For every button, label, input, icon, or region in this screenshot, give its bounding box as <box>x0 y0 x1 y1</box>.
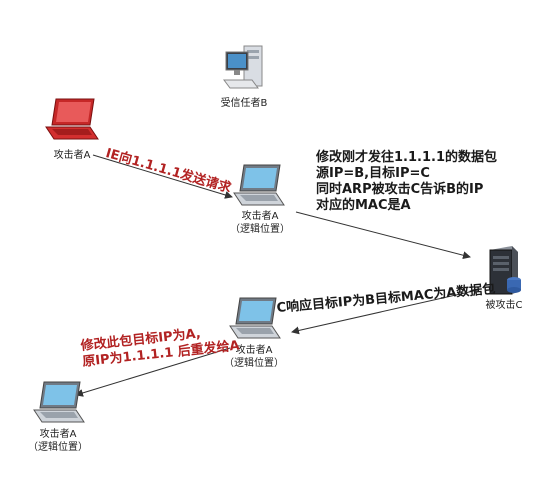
laptop-icon <box>33 381 85 423</box>
arrow-logical-1-to-victim <box>295 211 471 260</box>
arrow-victim-to-logical-2 <box>291 289 479 335</box>
victim-c-label: 被攻击C <box>485 300 523 311</box>
logical-a-3-label: 攻击者A （逻辑位置） <box>22 428 94 454</box>
logical-a-1-sub: （逻辑位置） <box>230 224 290 235</box>
arrow-attacker-to-logical-1 <box>92 154 233 199</box>
logical-a-1-label: 攻击者A （逻辑位置） <box>224 210 296 236</box>
logical-a-2-label: 攻击者A （逻辑位置） <box>218 344 290 370</box>
logical-a-2-sub: （逻辑位置） <box>224 358 284 369</box>
step2-line-4: 对应的MAC是A <box>316 198 411 213</box>
laptop-icon <box>233 164 285 206</box>
laptop-icon <box>229 297 281 339</box>
logical-a-1-name: 攻击者A <box>241 211 279 222</box>
step2-line-2: 源IP=B,目标IP=C <box>316 166 430 181</box>
red-laptop-icon <box>45 98 99 140</box>
logical-a-2-name: 攻击者A <box>235 345 273 356</box>
logical-a-3-name: 攻击者A <box>39 429 77 440</box>
arrow-logical-2-to-logical-3 <box>75 347 231 397</box>
desktop-computer-icon <box>223 45 263 89</box>
step2-note: 修改刚才发往1.1.1.1的数据包 源IP=B,目标IP=C 同时ARP被攻击C… <box>316 150 497 214</box>
logical-a-3-sub: （逻辑位置） <box>28 442 88 453</box>
attacker-a-label: 攻击者A <box>53 150 91 161</box>
step2-line-1: 修改刚才发往1.1.1.1的数据包 <box>316 150 497 165</box>
trusted-b-label: 受信任者B <box>220 98 268 109</box>
server-icon <box>489 246 521 295</box>
step2-line-3: 同时ARP被攻击C告诉B的IP <box>316 182 484 197</box>
